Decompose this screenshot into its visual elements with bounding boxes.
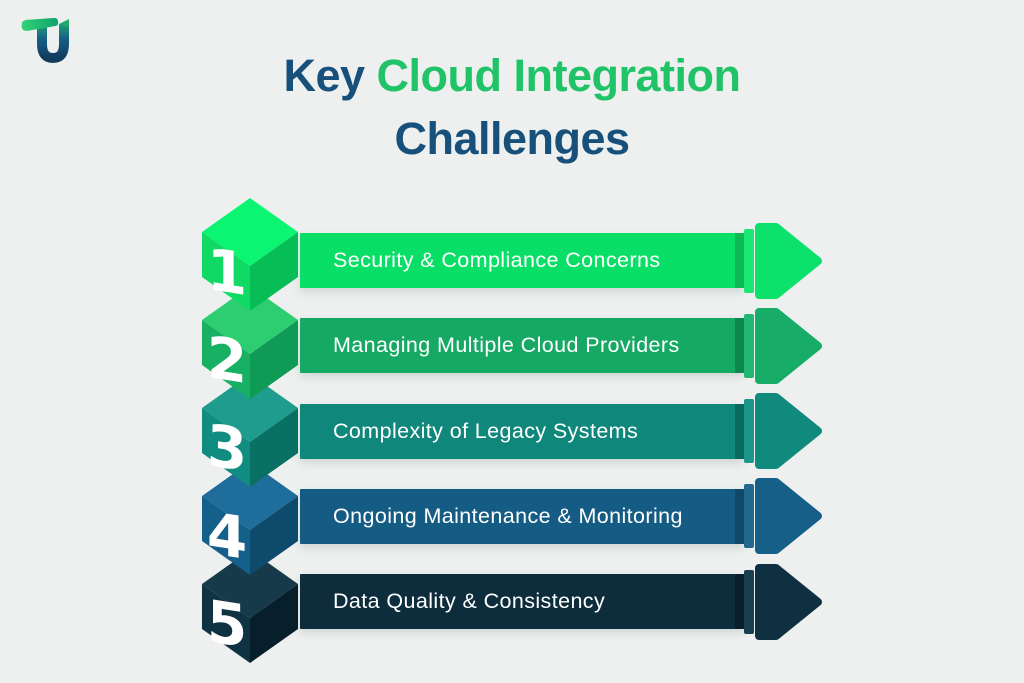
challenge-label: Ongoing Maintenance & Monitoring (333, 503, 683, 528)
logo-t-bar (21, 18, 69, 31)
bar-end-fold (735, 233, 744, 288)
cube-left-face (202, 408, 250, 487)
challenge-number: 3 (207, 411, 247, 485)
arrow-right-icon (744, 307, 822, 384)
logo-green-tip (59, 19, 69, 27)
arrow-right-icon (744, 478, 822, 555)
challenge-bar: Managing Multiple Cloud Providers (300, 318, 744, 374)
arrow-right-icon (744, 222, 822, 299)
bar-end-fold (735, 318, 744, 374)
challenge-label: Managing Multiple Cloud Providers (333, 333, 680, 358)
challenge-bar: Ongoing Maintenance & Monitoring (300, 488, 744, 544)
cube-right-face (250, 408, 298, 487)
challenge-label: Complexity of Legacy Systems (333, 418, 639, 443)
cube-left-face (202, 320, 250, 399)
cube-right-face (250, 320, 298, 399)
challenge-number: 4 (207, 499, 247, 573)
cube-right-face (250, 584, 298, 663)
title-line-2: Challenges (394, 113, 630, 164)
challenge-label: Security & Compliance Concerns (333, 248, 661, 272)
cube-left-face (202, 232, 250, 311)
number-cube-icon: 1 (202, 198, 298, 311)
arrow-right-icon (744, 393, 822, 470)
bar-end-fold (735, 574, 744, 630)
cube-left-face (202, 584, 250, 663)
number-cube-icon: 2 (202, 286, 298, 399)
number-cube-icon: 4 (202, 462, 298, 575)
bar-end-fold (735, 488, 744, 544)
challenge-label: Data Quality & Consistency (333, 589, 606, 614)
number-cube-icon: 3 (202, 374, 298, 487)
cube-left-face (202, 496, 250, 575)
challenge-number: 5 (207, 587, 247, 661)
challenge-bar: Data Quality & Consistency (300, 574, 744, 630)
title-cloud-integration: Cloud Integration (376, 50, 741, 101)
challenge-number: 1 (207, 235, 247, 309)
challenge-number: 2 (207, 323, 247, 397)
page-title: Key Cloud Integration Challenges (0, 44, 1024, 170)
cube-right-face (250, 496, 298, 575)
tu-brand-logo-icon (21, 18, 69, 64)
challenge-bar: Security & Compliance Concerns (300, 233, 744, 288)
title-key: Key (283, 50, 377, 101)
arrow-right-icon (744, 563, 822, 640)
bar-end-fold (735, 403, 744, 459)
title-line-1: Key Cloud Integration (0, 44, 1024, 107)
number-cube-icon: 5 (202, 550, 298, 663)
logo-u-shape (37, 24, 69, 64)
cube-right-face (250, 232, 298, 311)
challenge-bar: Complexity of Legacy Systems (300, 403, 744, 459)
